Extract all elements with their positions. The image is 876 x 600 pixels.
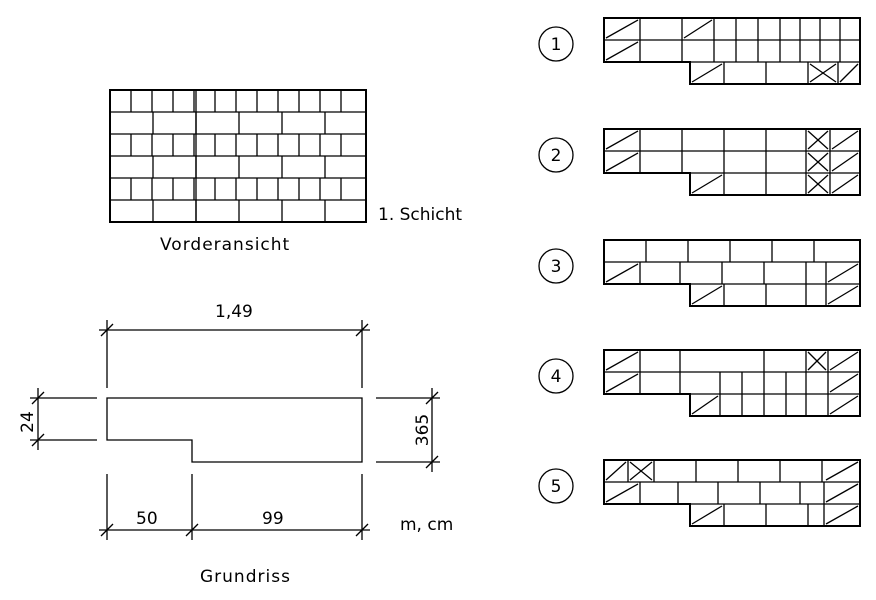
cross-mark	[807, 152, 829, 172]
cross-mark	[629, 461, 653, 481]
hatch-mark	[605, 130, 639, 150]
hatch-mark	[827, 263, 859, 283]
layer-number: 1	[551, 35, 562, 55]
layer-plan-3: 3	[538, 239, 861, 307]
hatch-mark	[831, 130, 859, 150]
hatch-mark	[825, 461, 859, 481]
hatch-mark	[691, 174, 723, 194]
plan-view: 1,49 24 365 50 99	[18, 302, 453, 540]
layer-number-circle	[538, 358, 574, 394]
layer-plan-5: 5	[538, 459, 861, 527]
front-view-caption: Vorderansicht	[160, 235, 290, 255]
hatch-mark	[691, 63, 723, 83]
dim-total-length: 1,49	[215, 302, 253, 322]
hatch-mark	[605, 41, 639, 61]
layer-outline	[603, 239, 861, 307]
layer-number-circle	[538, 137, 574, 173]
layer-plan-2: 2	[538, 128, 861, 196]
hatch-mark	[683, 19, 713, 39]
layer-plan-4: 4	[538, 349, 861, 417]
layer-number: 2	[551, 146, 562, 166]
hatch-mark	[605, 19, 639, 39]
layer-plan-1: 1	[538, 17, 861, 85]
hatch-mark	[829, 373, 859, 393]
hatch-mark	[827, 285, 859, 305]
layer-outline	[603, 128, 861, 196]
hatch-mark	[691, 285, 723, 305]
dim-wall-thickness-left: 24	[18, 411, 38, 433]
hatch-mark	[605, 461, 627, 481]
front-view-brick-pattern	[110, 90, 366, 222]
hatch-mark	[605, 351, 639, 371]
dim-offset-right: 99	[262, 509, 284, 529]
plan-caption: Grundriss	[200, 567, 291, 587]
hatch-mark	[691, 505, 723, 525]
hatch-mark	[829, 351, 859, 371]
hatch-mark	[839, 63, 859, 83]
layer-number-circle	[538, 248, 574, 284]
dimension-total-length	[99, 320, 370, 388]
hatch-mark	[831, 152, 859, 172]
hatch-mark	[605, 152, 639, 172]
cross-mark	[807, 174, 829, 194]
hatch-mark	[605, 483, 639, 503]
hatch-mark	[605, 373, 639, 393]
dimension-wall-thickness-right	[376, 388, 440, 472]
course-label: 1. Schicht	[378, 205, 462, 225]
cross-mark	[807, 130, 829, 150]
cross-mark	[809, 63, 837, 83]
hatch-mark	[825, 483, 859, 503]
layer-outline	[603, 349, 861, 417]
layer-number-circle	[538, 468, 574, 504]
layer-number: 5	[551, 477, 562, 497]
hatch-mark	[605, 263, 639, 283]
hatch-mark	[691, 395, 719, 415]
dimension-offsets	[99, 474, 370, 540]
layer-plans: 1 2 3 4 5	[538, 17, 861, 527]
dim-offset-left: 50	[136, 509, 158, 529]
layer-number: 4	[551, 367, 562, 387]
layer-number: 3	[551, 257, 562, 277]
wall-outline	[106, 397, 363, 463]
front-view-elevation	[109, 89, 367, 223]
dimension-wall-thickness-left	[30, 388, 97, 450]
layer-outline	[603, 17, 861, 85]
dim-wall-thickness-right: 365	[413, 414, 433, 446]
layer-outline	[603, 459, 861, 527]
hatch-mark	[829, 395, 859, 415]
hatch-mark	[825, 505, 859, 525]
hatch-mark	[831, 174, 859, 194]
units-label: m, cm	[400, 515, 453, 535]
cross-mark	[807, 351, 827, 371]
layer-number-circle	[538, 26, 574, 62]
